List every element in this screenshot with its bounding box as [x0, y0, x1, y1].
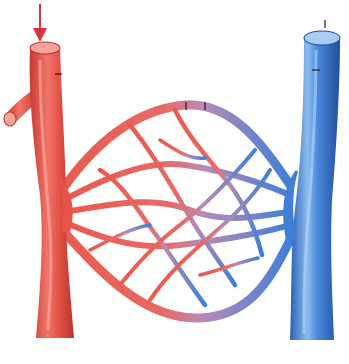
- vein-top-opening: [304, 31, 340, 45]
- artery-top-opening: [30, 42, 60, 54]
- label-markers: [55, 20, 325, 110]
- artery-vessel: [4, 42, 74, 338]
- flow-arrow-head: [33, 28, 47, 42]
- capillary-branch-2: [64, 202, 290, 218]
- capillary-network: [62, 105, 290, 318]
- capillary-upper-loop: [62, 105, 290, 190]
- vein-vessel: [283, 31, 340, 340]
- flow-arrow-icon: [33, 4, 47, 42]
- artery-side-branch-opening: [4, 112, 16, 126]
